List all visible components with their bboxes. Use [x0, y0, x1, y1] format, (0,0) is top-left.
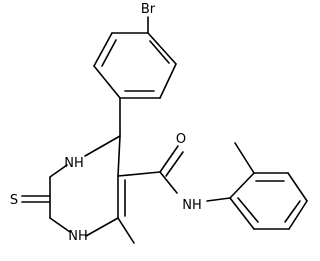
- bromine-label: Br: [141, 2, 156, 17]
- bond-inner: [237, 197, 259, 223]
- nh-amide-label: NH: [182, 198, 202, 213]
- bond: [147, 32, 177, 65]
- bond-c-o: [159, 145, 179, 173]
- bond-n-aryl: [206, 197, 231, 202]
- bond: [93, 32, 113, 67]
- bond-methyl: [117, 217, 135, 244]
- bond: [229, 197, 255, 230]
- bond: [85, 217, 119, 237]
- bond-inner: [101, 39, 117, 67]
- bond-c-n: [159, 171, 178, 194]
- bond: [93, 65, 121, 99]
- bond: [229, 172, 255, 199]
- nh-ring-upper-label: NH: [64, 156, 84, 171]
- bond: [117, 135, 121, 177]
- bond-tolyl-methyl: [234, 142, 255, 174]
- bond: [49, 217, 71, 233]
- molecule-structure: Br O S NH NH NH: [10, 2, 308, 244]
- bond: [84, 135, 121, 157]
- bond-inner: [284, 200, 301, 223]
- oxygen-label: O: [176, 132, 186, 147]
- tolyl-ring: [229, 172, 308, 230]
- nh-ring-lower-label: NH: [68, 229, 88, 244]
- pyrimidine-ring: [49, 135, 126, 237]
- bond: [288, 200, 308, 230]
- bond: [159, 63, 177, 99]
- bond-c5-carbonyl: [117, 171, 161, 177]
- bond-c-o-inner: [165, 151, 184, 177]
- bromophenyl-ring: [93, 32, 177, 99]
- bond-inner: [149, 40, 170, 64]
- sulfur-label: S: [10, 193, 18, 208]
- bond: [49, 164, 68, 178]
- bond: [287, 172, 308, 202]
